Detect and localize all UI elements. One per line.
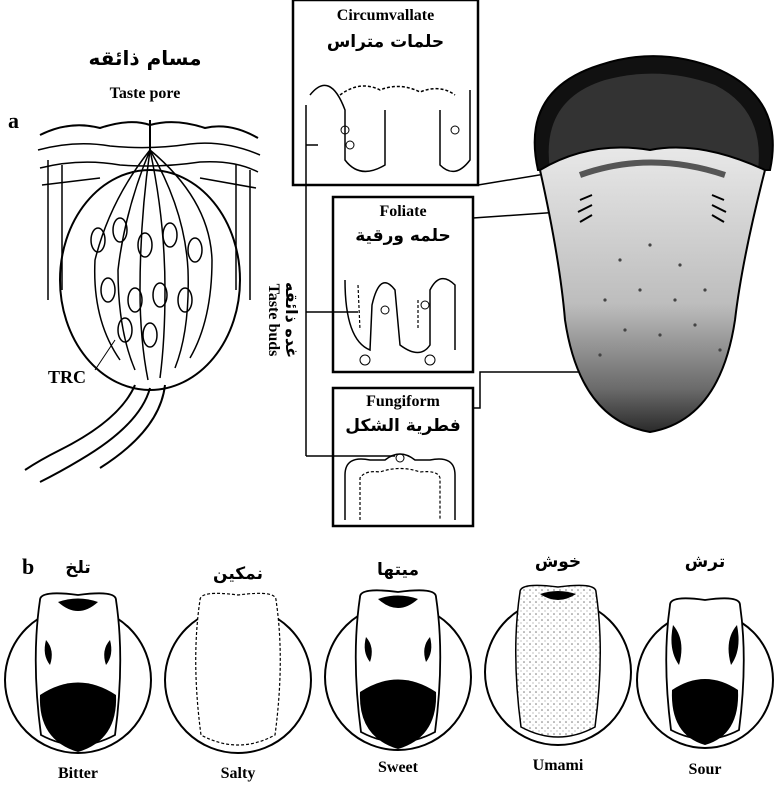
taste-buds-arabic-label: غده ذائقه — [282, 200, 300, 440]
sour-label: Sour — [655, 762, 755, 778]
bitter-tongue-map — [5, 593, 151, 753]
circumvallate-label: Circumvallate — [295, 8, 476, 24]
taste-pore-arabic-label: مسام ذائقه — [75, 48, 215, 68]
fungiform-label: Fungiform — [335, 394, 471, 410]
panel-a-letter: a — [8, 110, 19, 132]
tongue-illustration — [535, 56, 773, 432]
sweet-arabic-label: ميتها — [358, 562, 438, 579]
foliate-label: Foliate — [335, 204, 471, 220]
taste-buds-label: غده ذائقه Taste buds — [265, 200, 300, 440]
taste-bud-cross-section — [25, 120, 260, 482]
taste-buds-english-label: Taste buds — [265, 200, 283, 440]
circumvallate-arabic-label: حلمات متراس — [295, 34, 476, 51]
fungiform-arabic-label: فطرية الشكل — [335, 418, 471, 435]
salty-arabic-label: نمكين — [198, 566, 278, 583]
trc-label: TRC — [48, 368, 86, 386]
bitter-label: Bitter — [28, 766, 128, 782]
umami-arabic-label: خوش — [518, 554, 598, 571]
bitter-arabic-label: تلخ — [38, 560, 118, 577]
panel-b-letter: b — [22, 556, 34, 578]
salty-label: Salty — [188, 766, 288, 782]
sweet-tongue-map — [325, 590, 471, 750]
foliate-box — [333, 197, 473, 372]
salty-tongue-map — [165, 593, 311, 753]
sour-arabic-label: ترش — [665, 554, 745, 571]
foliate-arabic-label: حلمه ورقية — [335, 228, 471, 245]
circumvallate-box — [293, 0, 478, 185]
sweet-label: Sweet — [348, 760, 448, 776]
taste-pore-label: Taste pore — [90, 86, 200, 102]
sour-tongue-map — [637, 598, 773, 748]
umami-tongue-map — [485, 585, 631, 745]
umami-label: Umami — [508, 758, 608, 774]
